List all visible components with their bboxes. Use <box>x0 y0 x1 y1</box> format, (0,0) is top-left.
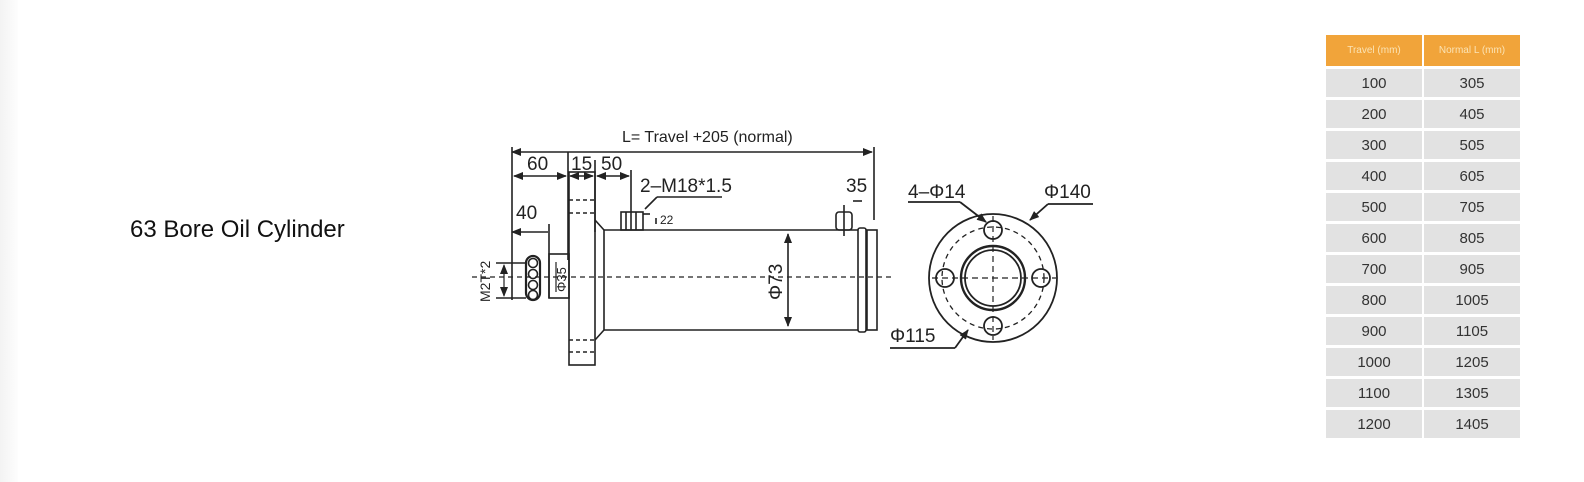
length-cell: 305 <box>1424 66 1520 97</box>
flange-dia-label: Φ140 <box>1044 182 1091 203</box>
travel-cell: 100 <box>1326 66 1422 97</box>
header-travel: Travel (mm) <box>1326 35 1422 66</box>
travel-cell: 300 <box>1326 128 1422 159</box>
length-cell: 1005 <box>1424 283 1520 314</box>
travel-cell: 700 <box>1326 252 1422 283</box>
length-cell: 605 <box>1424 159 1520 190</box>
travel-cell: 1200 <box>1326 407 1422 438</box>
body-dia-label: Φ73 <box>766 264 787 300</box>
travel-cell: 200 <box>1326 97 1422 128</box>
bolt-holes-label: 4–Φ14 <box>908 182 966 203</box>
length-cell: 405 <box>1424 97 1520 128</box>
travel-cell: 900 <box>1326 314 1422 345</box>
length-cell: 805 <box>1424 221 1520 252</box>
travel-cell: 800 <box>1326 283 1422 314</box>
table-header-row: Travel (mm) Normal L (mm) <box>1326 35 1520 66</box>
length-cell: 905 <box>1424 252 1520 283</box>
dim-50: 50 <box>601 154 622 175</box>
dim-35: 35 <box>846 176 867 197</box>
travel-cell: 1100 <box>1326 376 1422 407</box>
dim-40: 40 <box>516 203 537 224</box>
length-cell: 505 <box>1424 128 1520 159</box>
left-edge-shade <box>0 0 18 482</box>
travel-cell: 1000 <box>1326 345 1422 376</box>
rod-dia-label: Φ35 <box>554 267 569 292</box>
dim-60: 60 <box>527 154 548 175</box>
header-normal-l: Normal L (mm) <box>1424 35 1520 66</box>
length-cell: 1405 <box>1424 407 1520 438</box>
pcd-label: Φ115 <box>890 326 935 347</box>
overall-length-label: L= Travel +205 (normal) <box>622 129 793 146</box>
travel-cell: 600 <box>1326 221 1422 252</box>
dim-15: 15 <box>571 154 592 175</box>
rod-thread-label: M2T*2 <box>477 261 493 302</box>
port-thread-label: 2–M18*1.5 <box>640 176 732 197</box>
port-depth-label: 22 <box>660 213 674 227</box>
product-title: 63 Bore Oil Cylinder <box>130 216 345 243</box>
travel-cell: 400 <box>1326 159 1422 190</box>
travel-cell: 500 <box>1326 190 1422 221</box>
length-cell: 1305 <box>1424 376 1520 407</box>
length-cell: 1105 <box>1424 314 1520 345</box>
length-cell: 1205 <box>1424 345 1520 376</box>
length-cell: 705 <box>1424 190 1520 221</box>
